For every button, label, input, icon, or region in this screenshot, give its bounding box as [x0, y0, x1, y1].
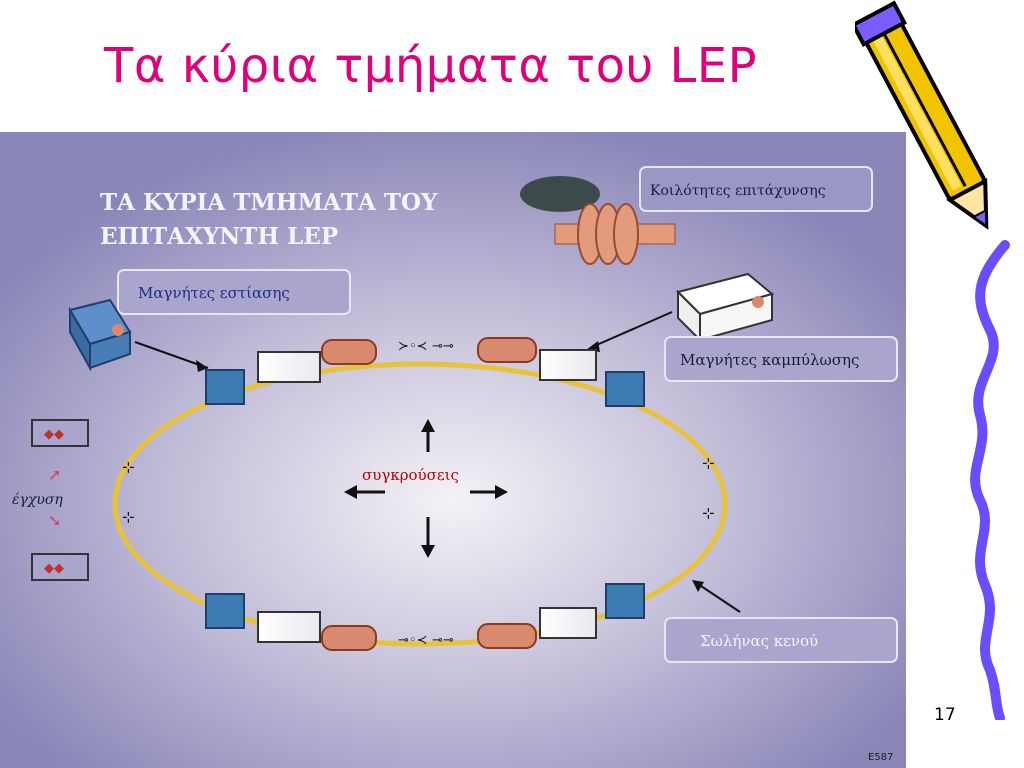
- lep-diagram-image: ΤΑ ΚΥΡΙΑ ΤΜΗΜΑΤΑ ΤΟΥ ΕΠΙΤΑΧΥΝΤΗ LEP Κοιλ…: [0, 132, 906, 768]
- svg-text:⊹: ⊹: [702, 454, 715, 472]
- side-detectors: ⊹ ⊹ ⊹ ⊹: [122, 454, 715, 526]
- focusing-label-box: [117, 269, 351, 315]
- focusing-magnet-illustration: [68, 298, 132, 372]
- svg-text:⊸⊸: ⊸⊸: [432, 633, 454, 648]
- injection-arrow-down: ➘: [48, 511, 61, 530]
- injection-label: έγχυση: [12, 491, 63, 508]
- cavities-label-box: [639, 166, 873, 212]
- page-number: 17: [934, 705, 956, 725]
- svg-text:≻◦≺: ≻◦≺: [398, 339, 427, 354]
- injection-box-bottom: [31, 553, 89, 581]
- ring-components-top: ≻◦≺ ⊸⊸: [205, 337, 645, 407]
- bending-label-box: [664, 336, 898, 382]
- cavities-label: Κοιλότητες επιτάχυνσης: [650, 183, 826, 199]
- accelerator-ring: [112, 361, 728, 647]
- svg-text:⊹: ⊹: [122, 508, 135, 526]
- injection-arrow-up: ➚: [48, 465, 61, 484]
- svg-text:⊸◦≺: ⊸◦≺: [398, 633, 427, 648]
- vacuum-tube-label: Σωλήνας κενού: [700, 632, 818, 650]
- svg-text:⊸⊸: ⊸⊸: [432, 339, 454, 354]
- focusing-magnets-label: Μαγνήτες εστίασης: [138, 284, 290, 302]
- cavity-illustration: [520, 176, 676, 265]
- bending-magnet-illustration: [676, 272, 775, 343]
- vacuum-label-box: [664, 617, 898, 663]
- diagram-heading-line2: ΕΠΙΤΑΧΥΝΤΗ LEP: [100, 223, 338, 250]
- slide-title: Τα κύρια τμήματα του LEP: [104, 38, 758, 94]
- ring-components-bottom: ⊸◦≺ ⊸⊸: [205, 583, 645, 651]
- diagram-heading-line1: ΤΑ ΚΥΡΙΑ ΤΜΗΜΑΤΑ ΤΟΥ: [100, 189, 438, 216]
- injection-symbol-bottom: ◆◆: [44, 561, 64, 576]
- injection-symbol-top: ◆◆: [44, 427, 64, 442]
- injection-box-top: [31, 419, 89, 447]
- collision-arrows: [344, 419, 508, 558]
- corner-code: E587: [868, 752, 893, 763]
- squiggle-decoration: [970, 240, 1010, 720]
- pencil-icon: [855, 0, 989, 230]
- svg-text:⊹: ⊹: [122, 458, 135, 476]
- bending-magnets-label: Μαγνήτες καμπύλωσης: [680, 351, 859, 369]
- svg-text:⊹: ⊹: [702, 504, 715, 522]
- collisions-label: συγκρούσεις: [362, 466, 459, 484]
